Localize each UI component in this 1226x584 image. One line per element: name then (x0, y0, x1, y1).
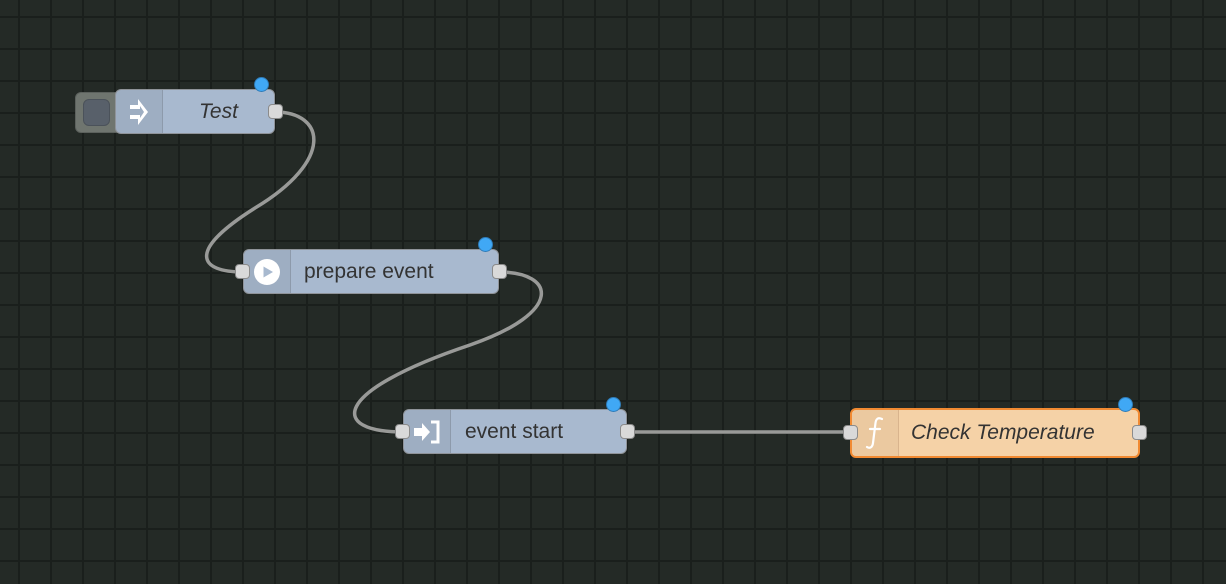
play-circle-icon (254, 258, 280, 285)
node-label: Check Temperature (911, 421, 1095, 444)
input-port[interactable] (235, 263, 250, 279)
input-port[interactable] (395, 423, 410, 439)
inject-trigger-button[interactable] (75, 92, 120, 133)
node-label: event start (465, 419, 564, 443)
node-icon-area (244, 250, 291, 293)
node-prepare-event[interactable]: prepare event (235, 237, 507, 294)
function-icon (865, 417, 884, 449)
node-changed-indicator (478, 237, 493, 252)
output-port[interactable] (1132, 425, 1147, 440)
node-label: prepare event (304, 259, 434, 283)
node-event-start[interactable]: event start (395, 397, 635, 454)
sign-in-icon (414, 420, 440, 443)
node-icon-area (852, 410, 899, 456)
output-port[interactable] (492, 263, 507, 279)
node-changed-indicator (606, 397, 621, 412)
input-port[interactable] (843, 425, 858, 440)
node-icon-area (116, 90, 163, 133)
output-port[interactable] (620, 423, 635, 439)
wire-test-to-prepare-event[interactable] (205, 110, 316, 274)
inject-button-square-icon (83, 99, 110, 126)
inject-arrow-icon (130, 98, 148, 125)
node-changed-indicator (1118, 397, 1133, 412)
node-label: Test (199, 99, 238, 123)
node-changed-indicator (254, 77, 269, 92)
output-port[interactable] (268, 103, 283, 119)
node-check-temperature[interactable]: Check Temperature (843, 397, 1147, 458)
node-icon-area (404, 410, 451, 453)
wire-prepare-event-to-event-start[interactable] (352, 270, 544, 434)
node-test[interactable]: Test (115, 77, 283, 134)
